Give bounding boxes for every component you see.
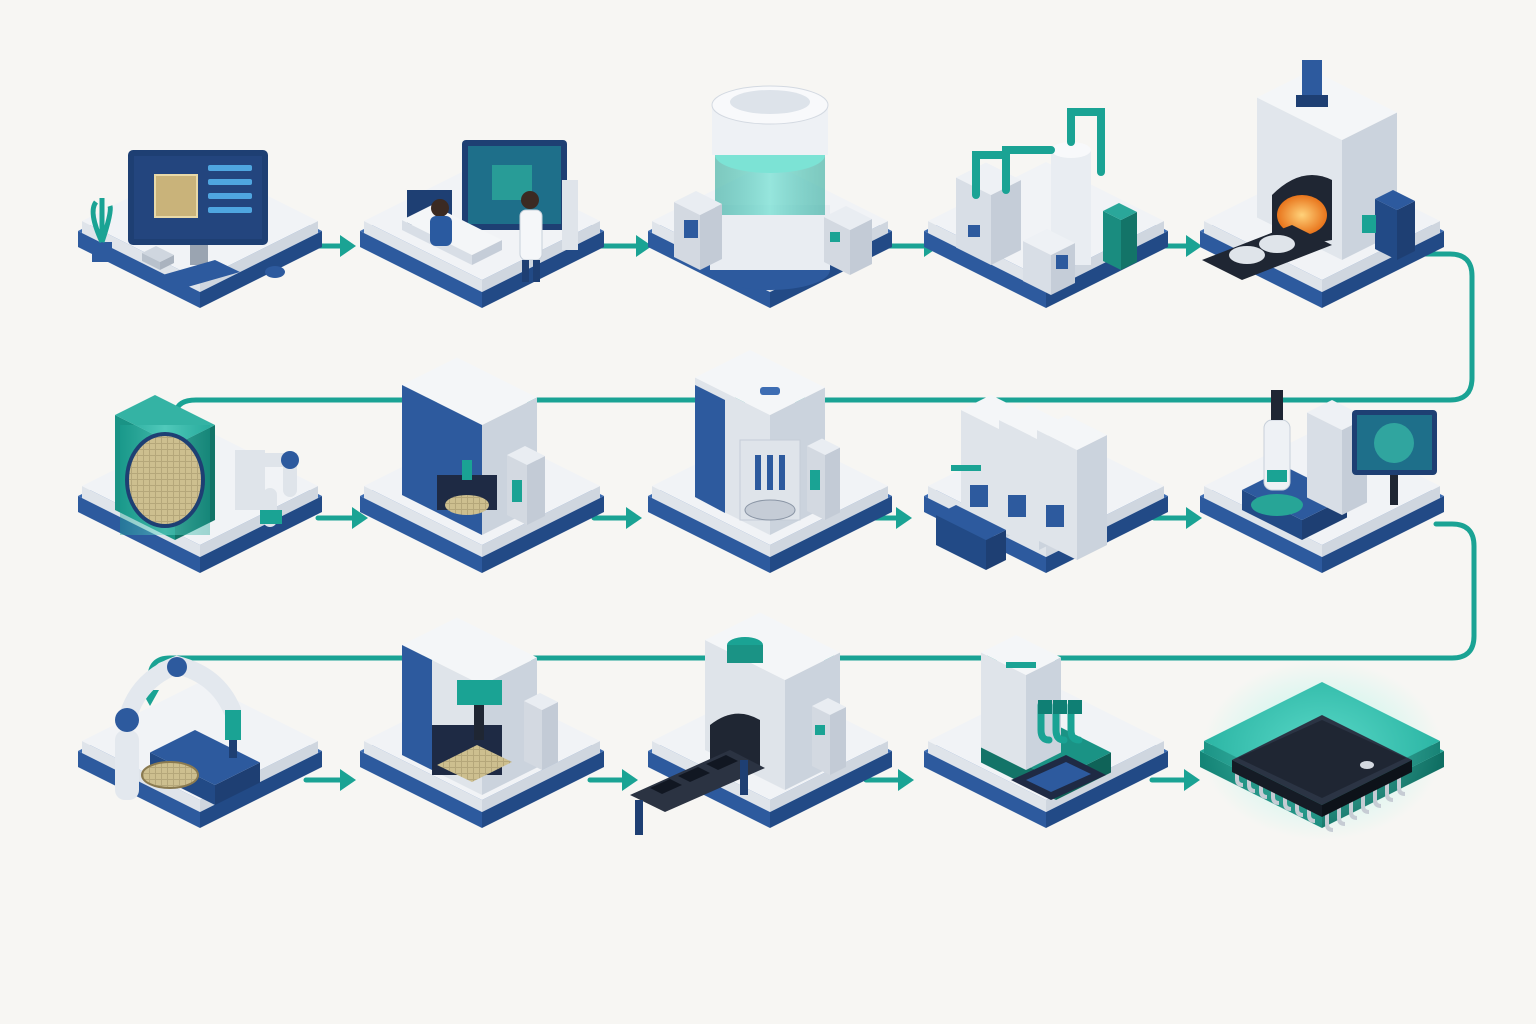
thermal-oxidation-furnace-icon: [1200, 60, 1444, 308]
wafer-cleanroom-robot-icon: [78, 395, 322, 573]
station-15-finished-microchip: [1200, 660, 1444, 840]
station-group: [78, 60, 1444, 840]
photolithography-stepper-icon: [360, 357, 604, 573]
flow-arrow: [1149, 769, 1200, 791]
flow-connectors: [141, 235, 1477, 791]
crystal-growth-reactor-icon: [648, 85, 892, 308]
station-14-wire-bonding-tester: [924, 635, 1168, 828]
station-2-engineers-lab: [360, 140, 604, 308]
station-5-thermal-oxidation-furnace: [1200, 60, 1444, 308]
engineers-lab-icon: [360, 140, 604, 308]
wire-bonding-tester-icon: [924, 635, 1168, 828]
station-1-chip-design-workstation: [78, 150, 322, 308]
chip-design-workstation-icon: [78, 150, 322, 308]
station-3-crystal-growth-reactor: [648, 85, 892, 308]
dicing-machine-icon: [360, 617, 604, 828]
wafer-handling-robot-arm-icon: [78, 655, 322, 828]
chemical-processing-plant-icon: [924, 108, 1168, 308]
station-8-etching-machine: [648, 350, 892, 573]
finished-microchip-icon: [1200, 660, 1444, 840]
station-4-chemical-processing-plant: [924, 108, 1168, 308]
flow-arrow: [315, 507, 368, 529]
flow-arrow: [597, 235, 652, 257]
flow-arrow: [303, 769, 356, 791]
flow-arrow: [591, 507, 642, 529]
station-12-dicing-machine: [360, 617, 604, 828]
flow-return-path-row2: [147, 521, 1477, 695]
flow-return-path-row1: [173, 251, 1475, 415]
flow-arrow: [863, 769, 914, 791]
deposition-cluster-tool-icon: [924, 395, 1168, 573]
station-13-packaging-oven-conveyor: [630, 612, 892, 835]
station-11-wafer-handling-robot-arm: [78, 655, 322, 828]
flow-arrow: [1151, 507, 1202, 529]
packaging-oven-conveyor-icon: [630, 612, 892, 835]
station-7-photolithography-stepper: [360, 357, 604, 573]
etching-machine-icon: [648, 350, 892, 573]
wafer-inspection-microscope-icon: [1200, 390, 1444, 573]
flow-arrow: [587, 769, 638, 791]
station-10-wafer-inspection-microscope: [1200, 390, 1444, 573]
station-9-deposition-cluster-tool: [924, 395, 1168, 573]
station-6-wafer-cleanroom-robot: [78, 395, 322, 573]
